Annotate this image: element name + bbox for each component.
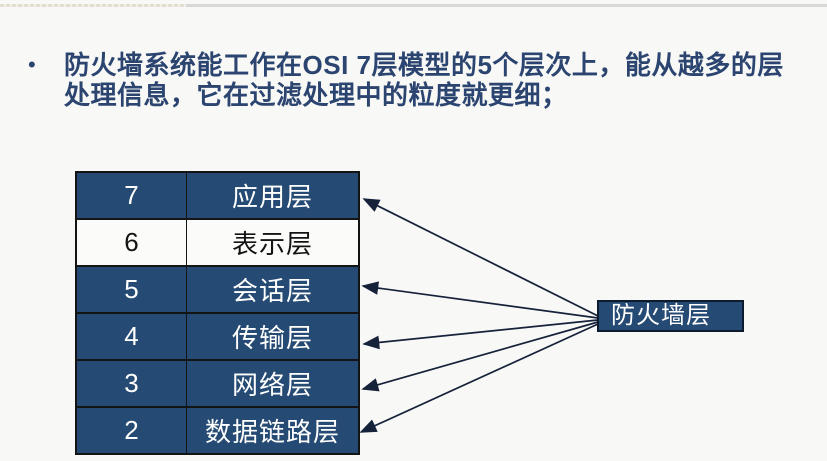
arrow-to-layer-2 — [359, 323, 599, 433]
layer-label: 数据链路层 — [204, 417, 340, 447]
osi-layers-table: 7 应用层 6 表示层 5 会话层 4 传输层 3 网络层 2 数据链路层 — [75, 171, 360, 455]
table-row-layer-3: 3 网络层 — [77, 361, 358, 408]
bullet-text: 防火墙系统能工作在OSI 7层模型的5个层次上，能从越多的层处理信息，它在过滤处… — [64, 50, 784, 110]
layer-label: 传输层 — [231, 323, 313, 353]
arrow-to-layer-7 — [362, 198, 599, 317]
layer-number: 4 — [77, 314, 187, 359]
layer-label: 会话层 — [231, 276, 313, 306]
layer-label: 表示层 — [231, 229, 313, 259]
table-row-layer-4: 4 传输层 — [77, 314, 358, 361]
bullet-item: • 防火墙系统能工作在OSI 7层模型的5个层次上，能从越多的层处理信息，它在过… — [24, 50, 804, 110]
top-divider-dashed-segment — [0, 4, 186, 7]
table-row-layer-6: 6 表示层 — [77, 220, 358, 267]
layer-number: 5 — [77, 267, 187, 312]
arrow-to-layer-5 — [361, 281, 599, 319]
table-row-layer-2: 2 数据链路层 — [77, 408, 358, 453]
layer-number: 6 — [77, 220, 187, 265]
layer-label: 网络层 — [231, 370, 313, 400]
table-row-layer-5: 5 会话层 — [77, 267, 358, 314]
firewall-layer-box: 防火墙层 — [597, 300, 744, 332]
layer-number: 7 — [77, 173, 187, 218]
layer-number: 3 — [77, 361, 187, 406]
table-row-layer-7: 7 应用层 — [77, 173, 358, 220]
top-divider-line — [0, 4, 827, 7]
bullet-marker: • — [28, 52, 36, 77]
arrow-to-layer-3 — [361, 321, 599, 392]
layer-label: 应用层 — [231, 182, 313, 212]
arrow-to-layer-4 — [362, 319, 599, 350]
layer-number: 2 — [77, 408, 187, 453]
